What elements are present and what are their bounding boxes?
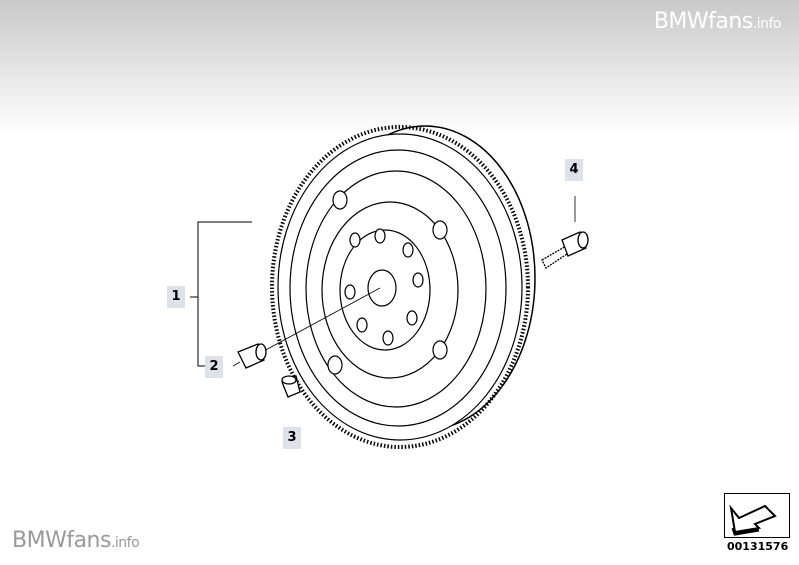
- callout-4[interactable]: 4: [565, 159, 583, 181]
- watermark-bottom: BMWfans.info: [12, 528, 140, 553]
- sleeve-part-3: [281, 375, 301, 398]
- diagram-number: 00131576: [727, 540, 789, 553]
- navigation-arrow-button[interactable]: [724, 493, 790, 538]
- watermark-top: BMWfans.info: [653, 9, 782, 34]
- arrow-icon: [729, 504, 777, 536]
- flywheel-ring-gear: [270, 125, 530, 449]
- callout-1[interactable]: 1: [167, 286, 185, 308]
- bolt-part-4: [541, 231, 589, 269]
- bushing-part-2: [237, 343, 267, 369]
- callout-3[interactable]: 3: [283, 427, 301, 449]
- header-gradient: [0, 0, 799, 135]
- callout-2[interactable]: 2: [205, 356, 223, 378]
